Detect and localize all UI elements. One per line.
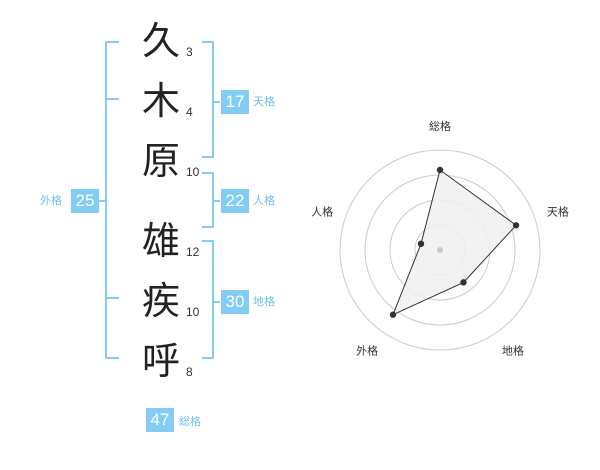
gaikaku-bracket-connector	[98, 200, 106, 202]
jinkaku-value-badge: 22	[221, 189, 249, 213]
given-char-2: 疾	[141, 279, 180, 323]
gaikaku-bracket-vertical	[105, 41, 107, 359]
radar-point-5	[417, 240, 425, 248]
given-stroke-3: 8	[186, 365, 193, 379]
soukaku-value-badge: 47	[146, 408, 174, 432]
jinkaku-label: 人格	[253, 194, 275, 207]
radar-axis-label-1: 総格	[429, 119, 451, 133]
tenkaku-bracket-vertical	[212, 41, 214, 158]
radar-center-dot	[437, 247, 443, 253]
jinkaku-bracket-top	[202, 172, 214, 174]
radar-axis-label-2: 天格	[547, 205, 569, 219]
given-char-3: 呼	[141, 339, 180, 383]
radar-point-4	[389, 311, 397, 318]
gaikaku-bracket-mid1	[105, 98, 119, 100]
radar-ring	[339, 149, 541, 351]
chikaku-bracket-vertical	[212, 240, 214, 359]
chikaku-bracket-bottom	[202, 357, 214, 359]
tenkaku-bracket-bottom	[202, 156, 214, 158]
radar-points	[389, 166, 520, 318]
radar-point-3	[460, 279, 467, 286]
given-stroke-2: 10	[186, 305, 200, 319]
jinkaku-bracket-connector	[212, 200, 220, 202]
surname-stroke-2: 4	[186, 105, 193, 119]
surname-char-3: 原	[141, 139, 180, 183]
tenkaku-bracket-connector	[212, 101, 220, 103]
soukaku-label: 総格	[179, 415, 201, 428]
gaikaku-bracket-mid2	[105, 297, 119, 299]
radar-point-1	[436, 166, 444, 174]
surname-stroke-1: 3	[186, 45, 193, 59]
tenkaku-value-badge: 17	[221, 90, 249, 114]
gaikaku-label: 外格	[40, 194, 62, 207]
radar-axis-label-5: 人格	[311, 205, 333, 219]
chikaku-bracket-top	[202, 240, 214, 242]
given-char-1: 雄	[141, 219, 180, 263]
chikaku-bracket-connector	[212, 301, 220, 303]
surname-char-2: 木	[141, 79, 180, 123]
gaikaku-bracket-bottom	[105, 357, 119, 359]
gaikaku-bracket-top	[105, 41, 119, 43]
jinkaku-bracket-bottom	[202, 226, 214, 228]
given-stroke-1: 12	[186, 245, 200, 259]
chikaku-value-badge: 30	[221, 290, 249, 314]
chikaku-label: 地格	[253, 295, 275, 308]
radar-point-2	[512, 222, 520, 229]
radar-area	[392, 169, 517, 316]
tenkaku-label: 天格	[253, 95, 275, 108]
surname-stroke-3: 10	[186, 165, 200, 179]
radar-axis-label-4: 外格	[356, 343, 378, 357]
gaikaku-value-badge: 25	[71, 189, 99, 213]
surname-char-1: 久	[141, 19, 180, 63]
tenkaku-bracket-top	[202, 41, 214, 43]
radar-axis-label-3: 地格	[502, 343, 524, 357]
